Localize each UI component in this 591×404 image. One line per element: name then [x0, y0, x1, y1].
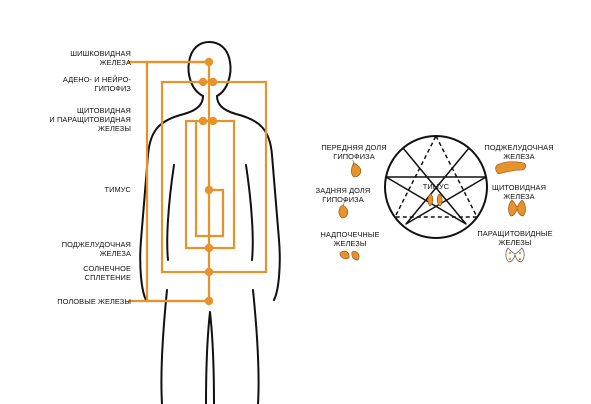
thyroid-point-right [208, 116, 218, 126]
enneagram-hexad [385, 147, 487, 225]
label-pineal-gland: ШИШКОВИДНАЯ ЖЕЛЕЗА [70, 49, 131, 67]
head-outline [187, 41, 232, 97]
label-gonads: ПОЛОВЫЕ ЖЕЛЕЗЫ [57, 297, 131, 306]
pituitary-frame [160, 80, 268, 274]
label-enneagram-center: ТИМУС [422, 182, 450, 191]
pancreas-icon [495, 161, 527, 175]
label-anterior-pituitary: ПЕРЕДНЯЯ ДОЛЯ ГИПОФИЗА [321, 143, 387, 161]
body-points [198, 57, 218, 306]
torso-left-outline [139, 95, 204, 301]
parathyroid-glands-icon [505, 247, 525, 263]
adrenal-glands-icon [339, 250, 360, 261]
label-thyroid: ЩИТОВИДНАЯ И ПАРАЩИТОВИДНАЯ ЖЕЛЕЗЫ [49, 106, 131, 133]
right-leg-outline [252, 289, 260, 404]
label-pancreas: ПОДЖЕЛУДОЧНАЯ ЖЕЛЕЗА [61, 240, 131, 258]
pituitary-gland-icon [351, 159, 362, 178]
label-parathyroid: ПАРАЩИТОВИДНЫЕ ЖЕЛЕЗЫ [477, 229, 553, 247]
solar-plexus-point [204, 267, 214, 277]
thyroid-point-left [198, 116, 208, 126]
thyroid-gland-icon [508, 199, 526, 217]
body-silhouette [139, 41, 281, 404]
right-arm-inner [245, 164, 254, 261]
pituitary-point-left [198, 77, 208, 87]
label-thymus: ТИМУС [104, 185, 131, 194]
label-enneagram-pancreas: ПОДЖЕЛУДОЧНАЯ ЖЕЛЕЗА [484, 143, 554, 161]
pituitary-gland-icon [338, 199, 349, 219]
left-arm-inner [166, 164, 175, 261]
label-enneagram-thyroid: ЩИТОВИДНАЯ ЖЕЛЕЗА [491, 183, 547, 201]
pancreas-point [204, 243, 214, 253]
outer-left-frame [145, 60, 211, 303]
label-solar-plexus: СОЛНЕЧНОЕ СПЛЕТЕНИЕ [83, 264, 131, 282]
gonads-point [204, 296, 214, 306]
label-pituitary: АДЕНО- И НЕЙРО- ГИПОФИЗ [62, 75, 131, 93]
left-leg-outline [160, 289, 168, 404]
torso-right-outline [216, 95, 281, 301]
thymus-connector [194, 121, 225, 238]
leg-gap-outline [205, 311, 215, 404]
enneagram [384, 134, 488, 239]
thymus-point [204, 185, 214, 195]
connection-lines [128, 60, 268, 303]
label-posterior-pituitary: ЗАДНЯЯ ДОЛЯ ГИПОФИЗА [315, 186, 371, 204]
thymus-icon [427, 193, 443, 207]
pituitary-point-right [208, 77, 218, 87]
pineal-point [204, 57, 214, 67]
label-adrenals: НАДПОЧЕЧНЫЕ ЖЕЛЕЗЫ [320, 230, 380, 248]
